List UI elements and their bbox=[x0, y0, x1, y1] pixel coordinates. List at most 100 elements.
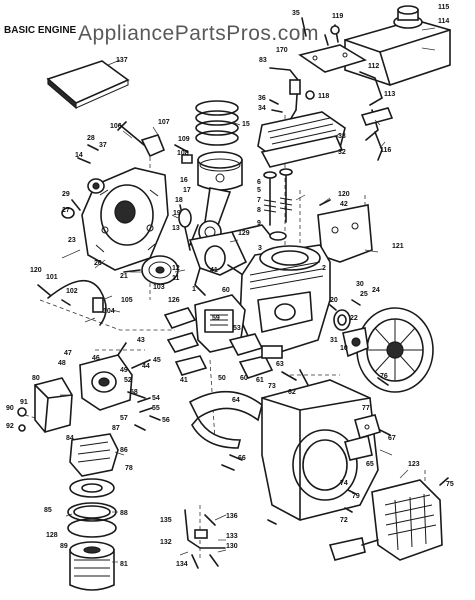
callout-73: 73 bbox=[268, 383, 276, 390]
part-72-bolts bbox=[267, 489, 357, 525]
part-73-blower-housing bbox=[261, 379, 379, 521]
callout-11: 11 bbox=[172, 275, 180, 282]
part-77-bracket bbox=[354, 377, 389, 440]
watermark: AppliancePartsPros.com bbox=[78, 22, 319, 45]
part-135-linkage bbox=[184, 509, 226, 569]
callout-85: 85 bbox=[44, 507, 52, 514]
callout-44: 44 bbox=[142, 363, 150, 370]
callout-76: 76 bbox=[380, 373, 388, 380]
callout-10: 10 bbox=[340, 345, 348, 352]
callout-61: 61 bbox=[256, 377, 264, 384]
callout-64: 64 bbox=[232, 397, 240, 404]
callout-116: 116 bbox=[380, 147, 391, 154]
part-62-clip bbox=[281, 369, 309, 386]
callout-5: 5 bbox=[257, 187, 261, 194]
callout-20: 20 bbox=[330, 297, 338, 304]
callout-109: 109 bbox=[178, 136, 190, 143]
callout-56: 56 bbox=[162, 417, 170, 424]
callout-8: 8 bbox=[257, 207, 261, 214]
callout-53: 53 bbox=[233, 325, 241, 332]
callout-59: 59 bbox=[212, 315, 220, 322]
part-28-seal bbox=[61, 144, 105, 219]
part-78-cover bbox=[221, 454, 243, 471]
part-106-shaft bbox=[117, 121, 193, 164]
callout-54: 54 bbox=[152, 395, 160, 402]
callout-49: 49 bbox=[120, 367, 128, 374]
part-84-float-bowl bbox=[69, 433, 119, 498]
leader-lines bbox=[60, 27, 436, 563]
callout-90: 90 bbox=[6, 405, 14, 412]
callout-80: 80 bbox=[32, 375, 40, 382]
callout-114: 114 bbox=[438, 18, 449, 25]
callout-120-left: 120 bbox=[30, 267, 42, 274]
part-59-spacer bbox=[228, 333, 283, 379]
part-123-starter bbox=[328, 477, 449, 561]
callout-9: 9 bbox=[257, 220, 261, 227]
callout-2: 2 bbox=[322, 265, 326, 272]
callout-62: 62 bbox=[288, 389, 296, 396]
callout-55: 55 bbox=[152, 405, 160, 412]
callout-89: 89 bbox=[60, 543, 68, 550]
callout-16: 16 bbox=[180, 177, 188, 184]
callout-23: 23 bbox=[68, 237, 76, 244]
callout-19: 19 bbox=[173, 210, 181, 217]
part-83-fuel-line bbox=[269, 67, 301, 121]
diagram-title: BASIC ENGINE bbox=[4, 25, 77, 36]
part-54-fasteners bbox=[134, 397, 161, 431]
callout-3: 3 bbox=[258, 245, 262, 252]
callout-121: 121 bbox=[392, 243, 404, 250]
part-13-camshaft bbox=[178, 204, 192, 251]
callout-12: 12 bbox=[172, 265, 180, 272]
callout-79: 79 bbox=[352, 493, 360, 500]
part-21-gear bbox=[123, 255, 179, 285]
part-33-cylinder-head bbox=[257, 111, 346, 168]
part-137-plate bbox=[46, 60, 130, 110]
callout-135: 135 bbox=[160, 517, 172, 524]
callout-126: 126 bbox=[168, 297, 180, 304]
part-36-fittings bbox=[269, 17, 340, 113]
callout-22: 22 bbox=[350, 315, 358, 322]
part-30-seal bbox=[329, 299, 361, 331]
part-88-gasket-ring bbox=[67, 502, 117, 538]
callout-87: 87 bbox=[112, 425, 120, 432]
part-80-air-cleaner bbox=[17, 377, 73, 433]
callout-41: 41 bbox=[210, 267, 218, 274]
callout-1: 1 bbox=[192, 286, 196, 293]
callout-63: 63 bbox=[276, 361, 284, 368]
callout-14: 14 bbox=[75, 152, 83, 159]
callout-29: 29 bbox=[62, 191, 70, 198]
callout-77: 77 bbox=[362, 405, 370, 412]
callout-123: 123 bbox=[408, 461, 420, 468]
callout-88: 88 bbox=[120, 510, 128, 517]
callout-134: 134 bbox=[176, 561, 188, 568]
callout-58: 58 bbox=[130, 389, 138, 396]
callout-32: 32 bbox=[338, 149, 346, 156]
callout-75: 75 bbox=[446, 481, 454, 488]
callout-86: 86 bbox=[120, 447, 128, 454]
callout-67: 67 bbox=[388, 435, 396, 442]
callout-101: 101 bbox=[46, 274, 58, 281]
callout-78: 78 bbox=[125, 465, 133, 472]
callout-104: 104 bbox=[103, 308, 115, 315]
part-60-gaskets bbox=[163, 307, 208, 376]
part-10-magneto bbox=[342, 327, 369, 358]
part-129-crankshaft bbox=[188, 224, 271, 296]
part-112-linkage bbox=[359, 71, 394, 161]
callout-28: 28 bbox=[87, 135, 95, 142]
callout-35: 35 bbox=[292, 10, 300, 17]
callout-41-lower: 41 bbox=[180, 377, 188, 384]
callout-60: 60 bbox=[222, 287, 230, 294]
callout-25: 25 bbox=[360, 291, 368, 298]
callout-33: 33 bbox=[338, 133, 346, 140]
part-44-carburetor bbox=[79, 342, 151, 411]
callout-36: 36 bbox=[258, 95, 266, 102]
callout-81: 81 bbox=[120, 561, 128, 568]
part-5-valves bbox=[263, 168, 293, 241]
callout-113: 113 bbox=[384, 91, 395, 98]
callout-84: 84 bbox=[66, 435, 74, 442]
callout-50: 50 bbox=[218, 375, 226, 382]
callout-66: 66 bbox=[238, 455, 246, 462]
callout-105: 105 bbox=[121, 297, 133, 304]
callout-108: 108 bbox=[177, 150, 189, 157]
callout-119: 119 bbox=[332, 13, 343, 20]
